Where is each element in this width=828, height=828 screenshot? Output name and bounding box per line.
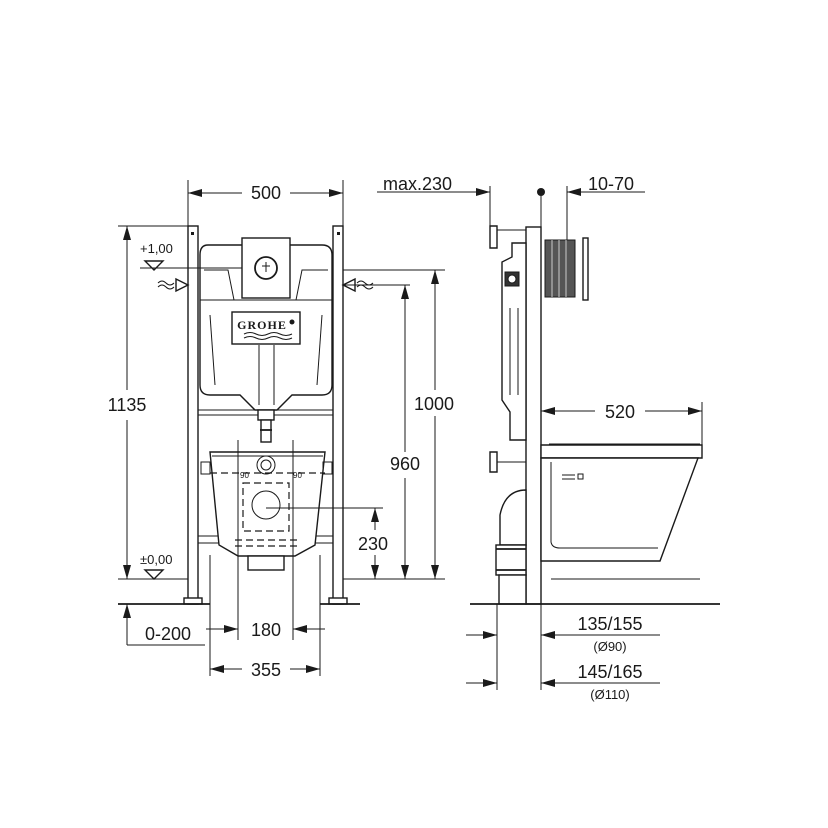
bowl-bracket: 90 90 [200,451,333,571]
svg-text:1135: 1135 [108,395,147,415]
dim-spacing: 180 355 [206,440,325,680]
svg-text:10-70: 10-70 [588,174,634,194]
toilet-bowl [540,443,703,562]
level-marker-floor: ±0,00 [140,552,172,580]
cistern: GROHE [199,237,333,443]
frame-side [525,226,542,605]
dim-width-500: 500 [187,180,344,226]
dim-heights-right: 230 960 1000 [266,269,454,580]
svg-text:145/165: 145/165 [577,662,642,682]
svg-text:180: 180 [251,620,281,640]
dim-plate-depth: 10-70 [566,174,645,240]
level-marker-top: +1,00 [140,241,242,271]
svg-text:max.230: max.230 [383,174,452,194]
svg-text:90: 90 [293,471,302,480]
svg-text:355: 355 [251,660,281,680]
svg-text:230: 230 [358,534,388,554]
svg-text:135/155: 135/155 [577,614,642,634]
svg-text:(Ø110): (Ø110) [590,687,630,702]
svg-text:0-200: 0-200 [145,624,191,644]
svg-text:1000: 1000 [414,394,454,414]
svg-text:960: 960 [390,454,420,474]
water-supply-symbols [157,277,410,293]
svg-text:520: 520 [605,402,635,422]
svg-text:±0,00: ±0,00 [140,552,172,567]
svg-text:(Ø90): (Ø90) [593,639,626,654]
dim-height-1135: 1135 [108,225,188,580]
side-view: max.230 10-70 520 [377,174,720,702]
svg-text:90: 90 [240,471,249,480]
dim-wall-depth: max.230 [377,174,491,226]
dim-floor-offset: 0-200 [123,604,205,646]
brand-logo: GROHE [237,318,287,332]
svg-text:500: 500 [251,183,281,203]
svg-text:+1,00: +1,00 [140,241,173,256]
dim-drain-offsets: 135/155 (Ø90) 145/165 (Ø110) [466,604,660,702]
front-view: GROHE 90 90 [108,180,454,680]
dim-bowl-projection: 520 [541,402,703,445]
